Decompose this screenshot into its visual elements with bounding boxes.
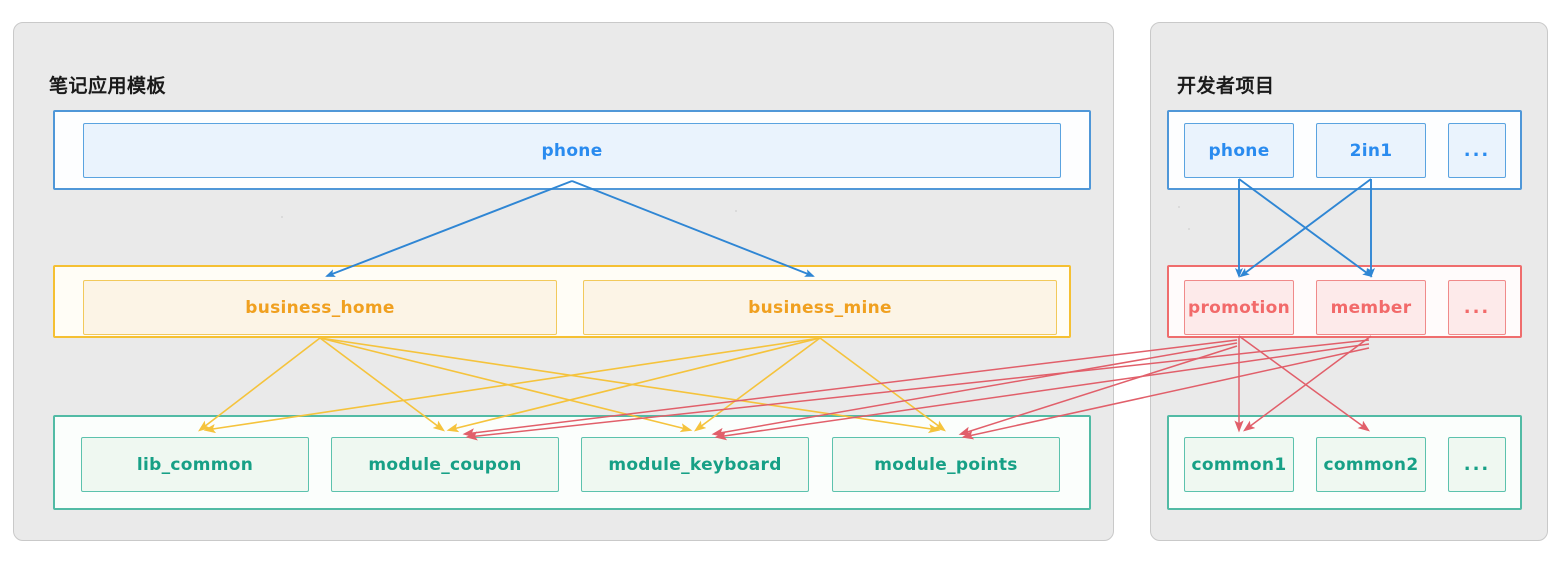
node-phone-dev[interactable]: phone	[1184, 123, 1294, 178]
node-member[interactable]: member	[1316, 280, 1426, 335]
node-business-more-dev[interactable]: ...	[1448, 280, 1506, 335]
node-common1[interactable]: common1	[1184, 437, 1294, 492]
panel-title-developer-project: 开发者项目	[1177, 75, 1275, 97]
node-business-home[interactable]: business_home	[83, 280, 557, 335]
speck	[735, 210, 737, 212]
node-2in1-dev[interactable]: 2in1	[1316, 123, 1426, 178]
speck	[1178, 206, 1180, 208]
node-module-more-dev[interactable]: ...	[1448, 437, 1506, 492]
node-lib-common[interactable]: lib_common	[81, 437, 309, 492]
panel-title-notes-app-template: 笔记应用模板	[49, 75, 167, 97]
node-promotion[interactable]: promotion	[1184, 280, 1294, 335]
node-common2[interactable]: common2	[1316, 437, 1426, 492]
node-business-mine[interactable]: business_mine	[583, 280, 1057, 335]
node-module-coupon[interactable]: module_coupon	[331, 437, 559, 492]
node-module-points[interactable]: module_points	[832, 437, 1060, 492]
node-app-more-dev[interactable]: ...	[1448, 123, 1506, 178]
speck	[1188, 228, 1190, 230]
speck	[281, 216, 283, 218]
node-module-keyboard[interactable]: module_keyboard	[581, 437, 809, 492]
node-phone-template[interactable]: phone	[83, 123, 1061, 178]
